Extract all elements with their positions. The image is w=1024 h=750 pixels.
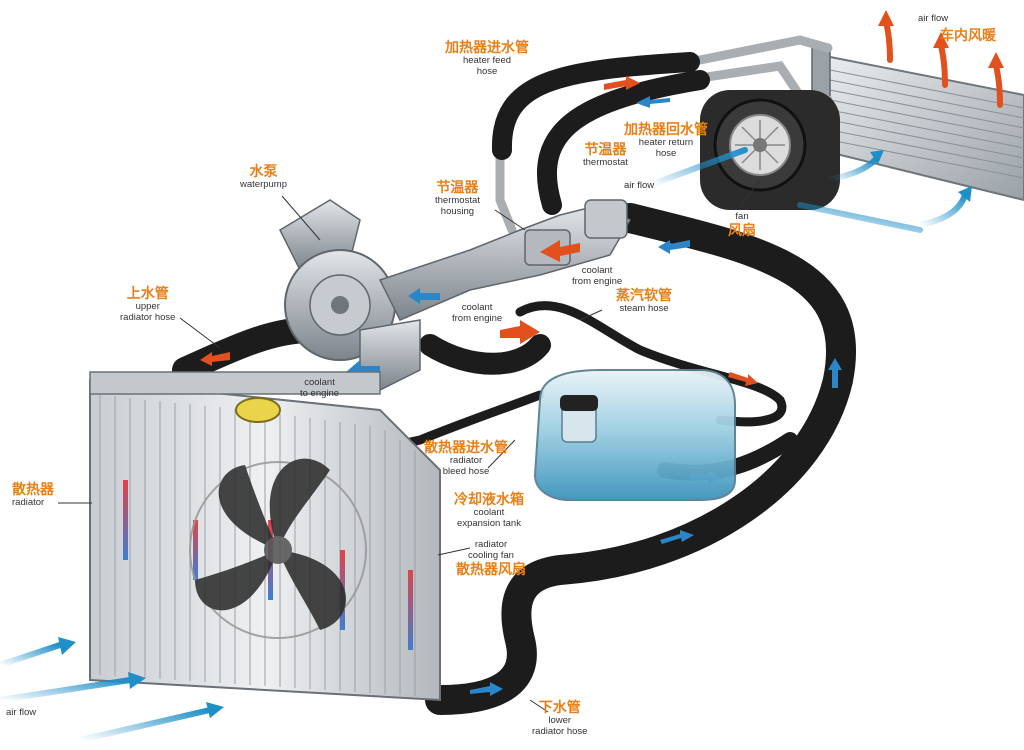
heater-feed-hose-en2: hose <box>476 66 498 78</box>
expansion-tank <box>533 369 736 501</box>
coolant-to-engine-label: coolant to engine <box>300 377 340 400</box>
upper-radiator-hose-label: 上水管 upper radiator hose <box>120 286 175 324</box>
radiator-cooling-fan-en2: cooling fan <box>468 549 514 561</box>
coolant-expansion-tank-en: coolant <box>473 507 505 519</box>
radiator-bleed-hose-label: 散热器进水管 radiator bleed hose <box>424 440 508 478</box>
radiator-air-arrows <box>0 642 213 743</box>
steam-hose-zh: 蒸汽软管 <box>616 288 672 304</box>
thermostat-housing-en: thermostat <box>435 195 480 207</box>
radiator-label: 散热器 radiator <box>12 482 54 509</box>
radiator-cooling-fan <box>189 458 367 639</box>
coolant-from-engine-1-en: coolant <box>581 265 613 276</box>
coolant-from-engine-1-label: coolant from engine <box>572 265 623 288</box>
blower-air-arrow-heads <box>870 150 972 202</box>
heater-return-hose-en: heater return <box>638 137 694 149</box>
coolant-from-engine-2-label: coolant from engine <box>452 302 503 325</box>
fan-label: fan 风扇 <box>728 211 756 239</box>
waterpump-label: 水泵 waterpump <box>240 164 287 191</box>
radiator-bleed-hose-en: radiator <box>449 455 483 467</box>
cabin-warm-label: 车内风暖 <box>940 28 996 44</box>
air-flow-top-en: air flow <box>918 13 949 24</box>
thermostat-housing-en2: housing <box>440 206 475 218</box>
upper-radiator-hose-en: upper <box>135 301 160 313</box>
lower-radiator-hose-label: 下水管 lower radiator hose <box>532 700 587 738</box>
radiator-cooling-fan-label: radiator cooling fan 散热器风扇 <box>456 539 526 578</box>
air-flow-fan-label: air flow <box>624 180 655 192</box>
air-flow-bottom-label: air flow <box>6 707 37 719</box>
blower-fan <box>700 90 840 210</box>
heater-feed-hose-label: 加热器进水管 heater feed hose <box>445 40 529 78</box>
thermostat-zh: 节温器 <box>584 142 627 158</box>
blower-air-arrows <box>647 147 968 233</box>
thermostat-label: 节温器 thermostat <box>583 142 628 169</box>
heater-return-hose-zh: 加热器回水管 <box>624 122 708 138</box>
cabin-warm-zh: 车内风暖 <box>940 28 996 44</box>
steam-hose-label: 蒸汽软管 steam hose <box>616 288 672 315</box>
coolant-expansion-tank-en2: expansion tank <box>457 518 521 530</box>
lower-radiator-hose-en: lower <box>548 715 572 727</box>
leader-lines <box>58 179 761 713</box>
waterpump-en: waterpump <box>240 179 287 191</box>
radiator-cooling-fan-zh: 散热器风扇 <box>456 561 526 578</box>
heater-return-hose-en2: hose <box>655 148 677 160</box>
air-flow-fan-en: air flow <box>624 180 655 191</box>
coolant-arrows <box>346 240 580 384</box>
coolant-from-engine-1-en2: from engine <box>572 275 623 287</box>
coolant-from-engine-2-en2: from engine <box>452 312 503 324</box>
thermostat-housing-label: 节温器 thermostat housing <box>435 180 480 218</box>
coolant-to-engine-en2: to engine <box>300 387 340 399</box>
upper-radiator-hose-zh: 上水管 <box>126 286 169 302</box>
heater-feed-hose-zh: 加热器进水管 <box>445 40 529 56</box>
lower-radiator-hose-zh: 下水管 <box>538 700 581 716</box>
upper-radiator-hose-en2: radiator hose <box>120 312 176 324</box>
coolant-from-engine-2-en: coolant <box>461 302 493 313</box>
thermostat-en: thermostat <box>583 157 628 169</box>
radiator-cooling-fan-en: radiator <box>474 539 508 550</box>
air-flow-bottom-en: air flow <box>6 707 37 718</box>
radiator-bleed-hose-en2: bleed hose <box>442 466 490 478</box>
radiator-bleed-hose-zh: 散热器进水管 <box>424 440 508 456</box>
coolant-expansion-tank-zh: 冷却液水箱 <box>454 492 524 508</box>
heater-return-hose-label: 加热器回水管 heater return hose <box>624 122 708 160</box>
heater-air-arrow-heads <box>878 10 1004 68</box>
engine-components <box>279 199 632 391</box>
coolant-to-engine-en: coolant <box>304 377 335 388</box>
radiator-zh: 散热器 <box>12 482 54 498</box>
waterpump-zh: 水泵 <box>249 164 278 180</box>
coolant-expansion-tank-label: 冷却液水箱 coolant expansion tank <box>454 492 524 530</box>
thermostat-housing-zh: 节温器 <box>436 180 479 196</box>
fan-zh: 风扇 <box>728 222 756 239</box>
heater-feed-hose-en: heater feed <box>462 55 512 67</box>
fan-en: fan <box>735 211 749 222</box>
lower-radiator-hose-en2: radiator hose <box>532 726 588 738</box>
radiator-air-arrow-heads <box>58 637 224 718</box>
air-flow-top-label: air flow <box>918 13 949 25</box>
radiator-en: radiator <box>12 497 45 509</box>
steam-hose-en: steam hose <box>619 303 669 315</box>
